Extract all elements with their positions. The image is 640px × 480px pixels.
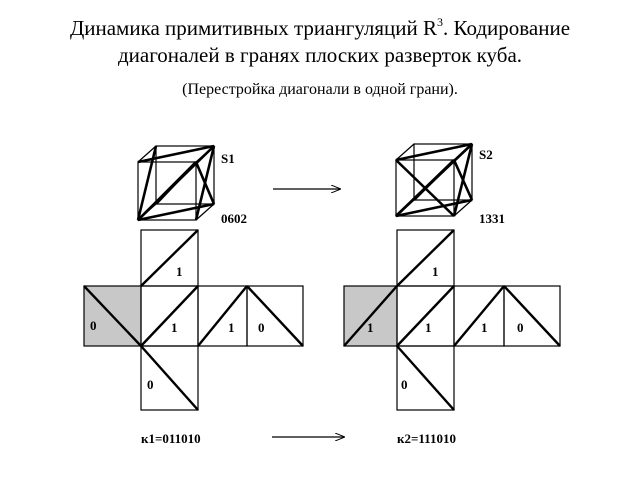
subtitle: (Перестройка диагонали в одной грани). [182, 81, 458, 98]
cube-s2 [395, 142, 474, 218]
net1-label-top: 1 [176, 264, 183, 279]
title-line-1: Динамика примитивных триангуляций R3. Ко… [0, 16, 640, 41]
net1-label-far: 0 [258, 320, 265, 335]
cube-s1 [136, 144, 216, 222]
net1-label-bottom: 0 [147, 377, 154, 392]
net1-label-right: 1 [228, 320, 235, 335]
net2-label-left: 1 [367, 320, 374, 335]
title-line-2: диагоналей в гранях плоских разверток ку… [117, 43, 523, 67]
state2-code: 1331 [479, 211, 505, 226]
title-main: Динамика примитивных триангуляций R [69, 16, 438, 40]
code-k2: к2=111010 [397, 431, 456, 446]
net1-label-left: 0 [90, 318, 97, 333]
net1-label-center: 1 [171, 320, 178, 335]
cube-net-2 [343, 229, 561, 411]
title-superscript: 3 [437, 15, 444, 29]
cube-net-1 [83, 229, 304, 411]
net2-label-center: 1 [425, 320, 432, 335]
net2-label-right: 1 [481, 320, 488, 335]
net2-label-bottom: 0 [401, 377, 408, 392]
code-k1: к1=011010 [141, 431, 201, 446]
net2-label-far: 0 [517, 320, 524, 335]
state1-code: 0602 [221, 211, 247, 226]
title-rest: . Кодирование [443, 16, 571, 40]
state1-name: S1 [221, 151, 235, 166]
net2-label-top: 1 [432, 264, 439, 279]
state2-name: S2 [479, 147, 493, 162]
